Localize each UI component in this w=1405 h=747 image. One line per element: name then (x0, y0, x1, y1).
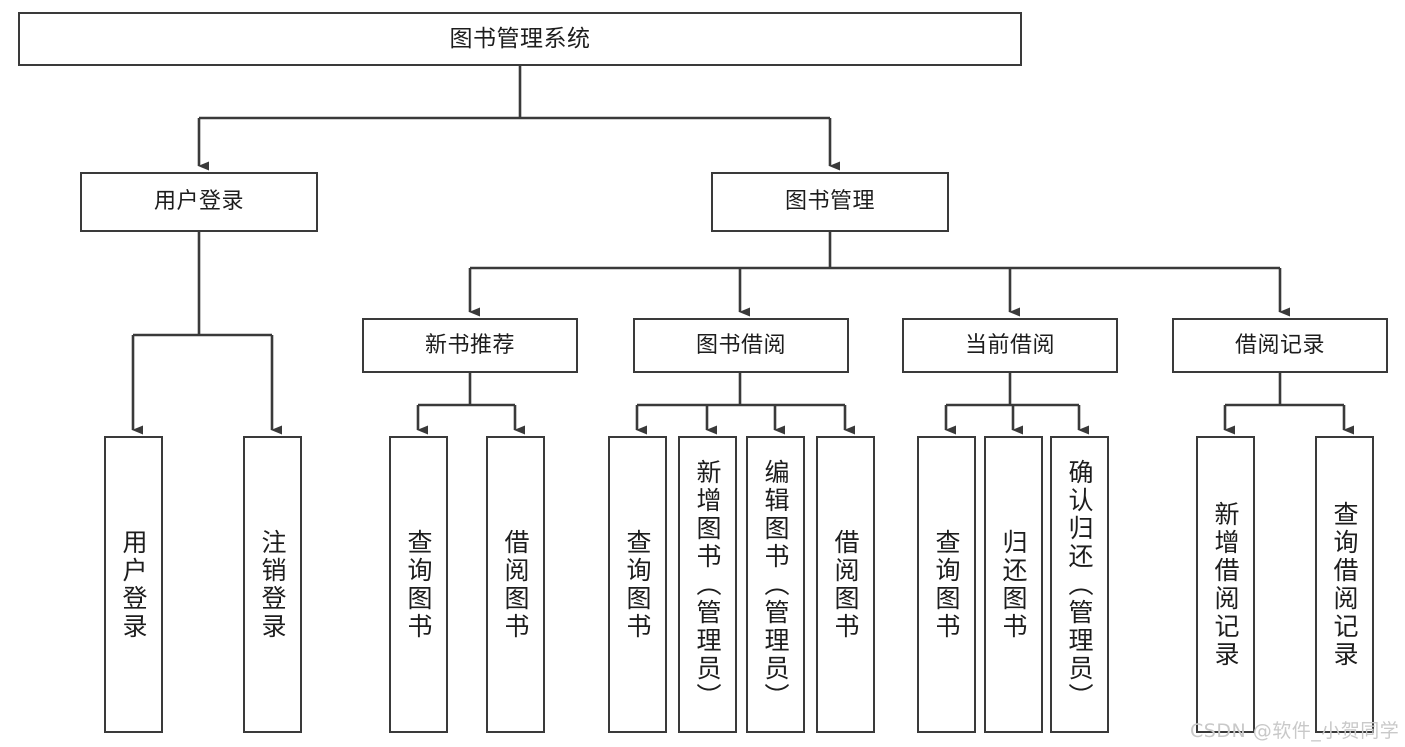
node-leaf-user-login[interactable]: 用户登录 (104, 436, 163, 733)
node-leaf-borrow-book-1[interactable]: 借阅图书 (486, 436, 545, 733)
watermark-text: CSDN @软件_小贺同学 (1190, 720, 1400, 742)
node-label: 借阅记录 (1234, 332, 1325, 358)
node-label: 新书推荐 (424, 332, 515, 358)
node-label: 查询借阅记录 (1330, 500, 1359, 669)
node-label: 新增借阅记录 (1211, 500, 1240, 669)
node-label: 用户登录 (119, 528, 148, 641)
node-label: 借阅图书 (501, 528, 530, 641)
node-label: 用户登录 (153, 189, 244, 214)
node-root-book-management-system[interactable]: 图书管理系统 (18, 12, 1022, 66)
node-leaf-query-book-3[interactable]: 查询图书 (917, 436, 976, 733)
node-label: 借阅图书 (831, 528, 860, 641)
node-current-borrow[interactable]: 当前借阅 (902, 318, 1118, 373)
node-leaf-add-book[interactable]: 新增图书（管理员） (678, 436, 737, 733)
node-leaf-logout[interactable]: 注销登录 (243, 436, 302, 733)
node-label: 图书管理 (784, 189, 875, 214)
node-label: 图书管理系统 (449, 25, 591, 52)
node-leaf-query-book-1[interactable]: 查询图书 (389, 436, 448, 733)
node-leaf-return-book[interactable]: 归还图书 (984, 436, 1043, 733)
node-label: 归还图书 (999, 528, 1028, 641)
node-leaf-query-record[interactable]: 查询借阅记录 (1315, 436, 1374, 733)
node-book-borrow[interactable]: 图书借阅 (633, 318, 849, 373)
node-book-management[interactable]: 图书管理 (711, 172, 949, 232)
node-leaf-query-book-2[interactable]: 查询图书 (608, 436, 667, 733)
node-borrow-record[interactable]: 借阅记录 (1172, 318, 1388, 373)
node-label: 编辑图书（管理员） (761, 458, 790, 711)
node-label: 新增图书（管理员） (693, 458, 722, 711)
node-label: 查询图书 (932, 528, 961, 641)
node-leaf-borrow-book-2[interactable]: 借阅图书 (816, 436, 875, 733)
node-label: 图书借阅 (695, 332, 786, 358)
node-label: 查询图书 (623, 528, 652, 641)
node-label: 确认归还（管理员） (1065, 458, 1094, 711)
node-user-login[interactable]: 用户登录 (80, 172, 318, 232)
node-label: 查询图书 (404, 528, 433, 641)
node-leaf-confirm-return[interactable]: 确认归还（管理员） (1050, 436, 1109, 733)
node-new-book-recommend[interactable]: 新书推荐 (362, 318, 578, 373)
node-label: 注销登录 (258, 528, 287, 641)
node-leaf-add-record[interactable]: 新增借阅记录 (1196, 436, 1255, 733)
node-leaf-edit-book[interactable]: 编辑图书（管理员） (746, 436, 805, 733)
node-label: 当前借阅 (964, 332, 1055, 358)
